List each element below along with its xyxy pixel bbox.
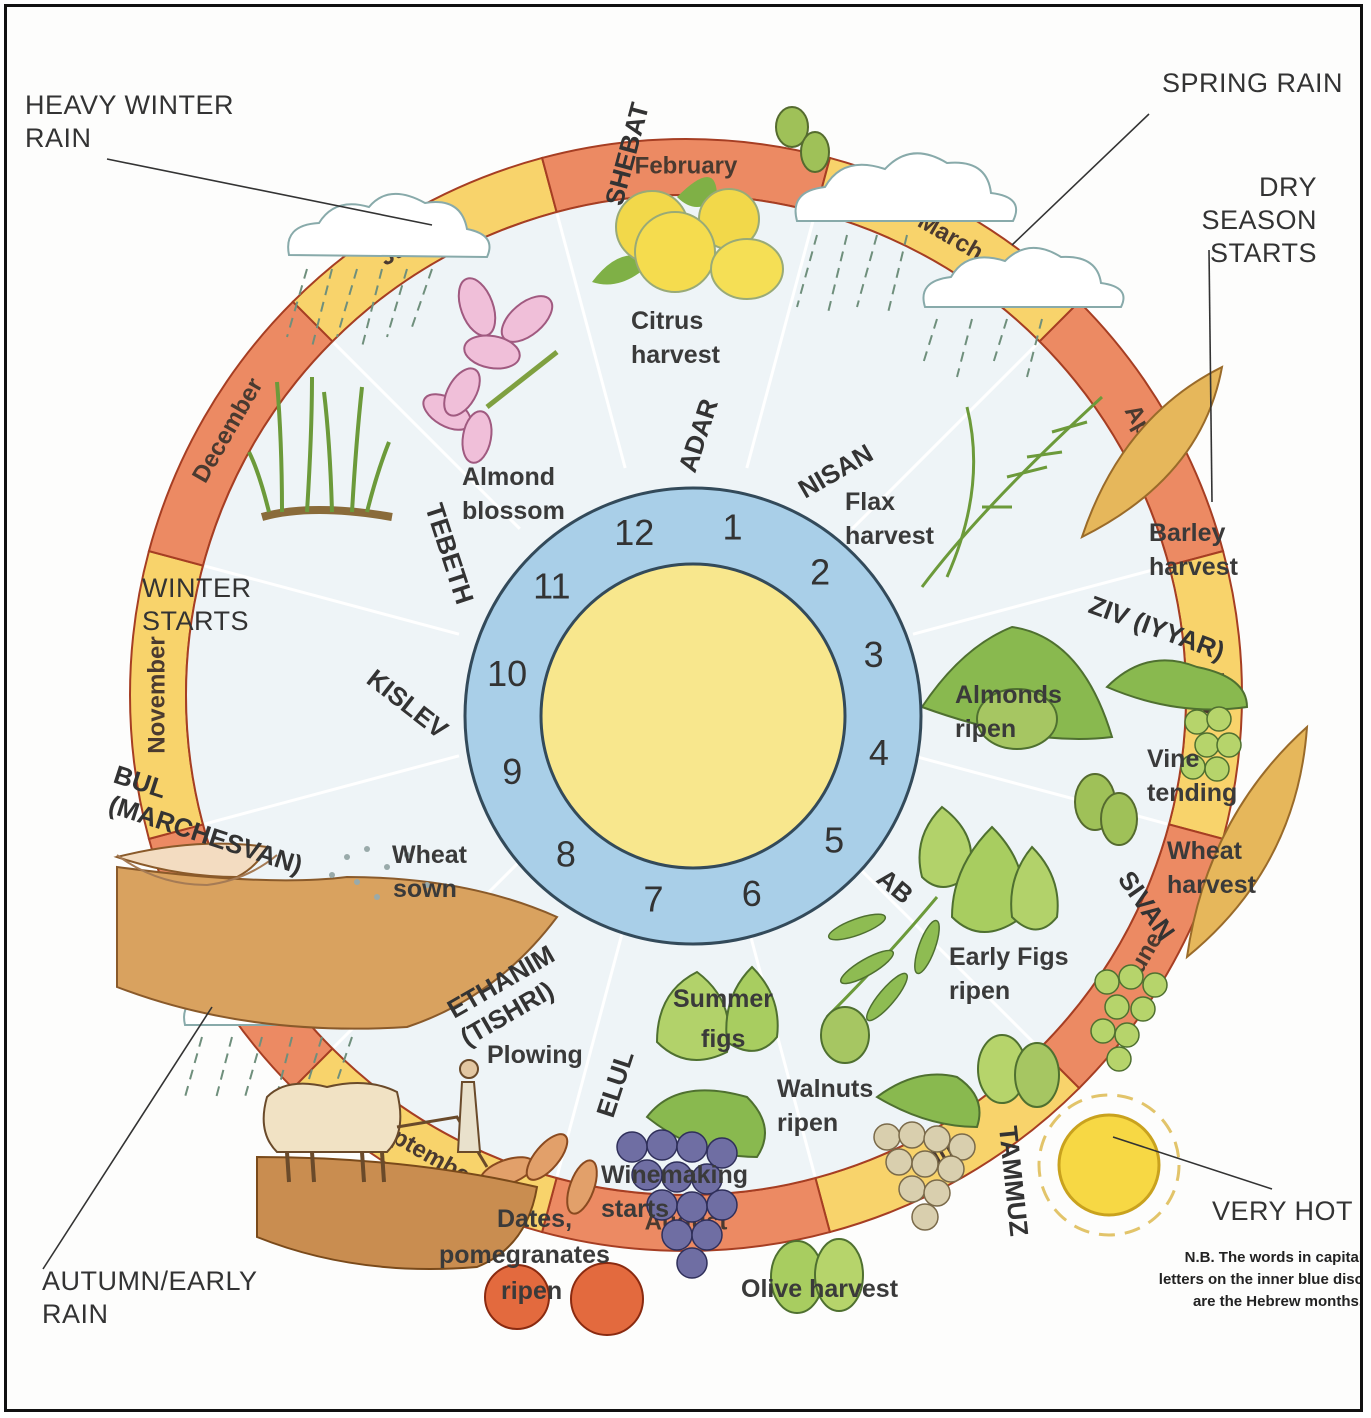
- month-number-11: 11: [533, 565, 570, 606]
- label-vine: Vine: [1147, 745, 1199, 773]
- label-winemaking: Winemaking: [601, 1161, 748, 1189]
- month-number-4: 4: [869, 732, 889, 773]
- label-walnuts-2: ripen: [777, 1109, 838, 1137]
- label-summer-figs: Summer: [673, 985, 773, 1013]
- label-wheat-sown: Wheat: [392, 841, 468, 869]
- label-spring-rain: SPRING RAIN: [1162, 67, 1343, 100]
- month-number-10: 10: [487, 653, 527, 694]
- label-barley-2: harvest: [1149, 553, 1239, 581]
- label-wheat-harvest: Wheat: [1167, 837, 1243, 865]
- label-citrus: Citrus: [631, 307, 703, 335]
- footnote: N.B. The words in capital letters on the…: [1087, 1247, 1363, 1313]
- label-early-figs-2: ripen: [949, 977, 1010, 1005]
- label-walnuts: Walnuts: [777, 1075, 873, 1103]
- month-label-november: November: [143, 636, 170, 753]
- month-number-5: 5: [824, 820, 844, 861]
- label-flax-2: harvest: [845, 522, 935, 550]
- label-early-figs: Early Figs: [949, 943, 1069, 971]
- label-citrus-2: harvest: [631, 341, 721, 369]
- label-very-hot: VERY HOT: [1212, 1195, 1353, 1228]
- label-vine-2: tending: [1147, 779, 1237, 807]
- month-number-8: 8: [556, 834, 576, 875]
- label-plowing: Plowing: [487, 1041, 583, 1069]
- label-almond: Almond: [462, 463, 555, 491]
- month-number-2: 2: [810, 551, 830, 592]
- month-number-7: 7: [643, 878, 663, 919]
- sun-icon: [1039, 1095, 1179, 1235]
- label-almonds-ripen: Almonds: [955, 681, 1062, 709]
- month-label-february: February: [635, 152, 738, 179]
- label-almond-2: blossom: [462, 497, 565, 525]
- label-olive-harvest: Olive harvest: [741, 1275, 899, 1303]
- label-dates-3: ripen: [501, 1277, 562, 1305]
- label-wheat-sown-2: sown: [393, 875, 457, 903]
- label-barley: Barley: [1149, 519, 1226, 547]
- label-flax: Flax: [845, 488, 895, 516]
- label-almonds-ripen-2: ripen: [955, 715, 1016, 743]
- month-number-9: 9: [502, 751, 522, 792]
- label-dates: Dates,: [497, 1205, 572, 1233]
- label-wheat-harvest-2: harvest: [1167, 871, 1257, 899]
- month-number-6: 6: [742, 873, 762, 914]
- calendar-frame: JanuaryFebruaryMarchAprilMayJuneJulyAugu…: [4, 4, 1363, 1412]
- hebrew-month-tammuz: TAMMUZ: [993, 1124, 1034, 1237]
- month-number-1: 1: [722, 507, 742, 548]
- month-number-3: 3: [864, 634, 884, 675]
- label-dates-2: pomegranates: [439, 1241, 610, 1269]
- month-number-12: 12: [614, 512, 654, 553]
- center-disc: [541, 564, 845, 868]
- label-summer-figs-2: figs: [701, 1025, 745, 1053]
- label-winemaking-2: starts: [601, 1195, 669, 1223]
